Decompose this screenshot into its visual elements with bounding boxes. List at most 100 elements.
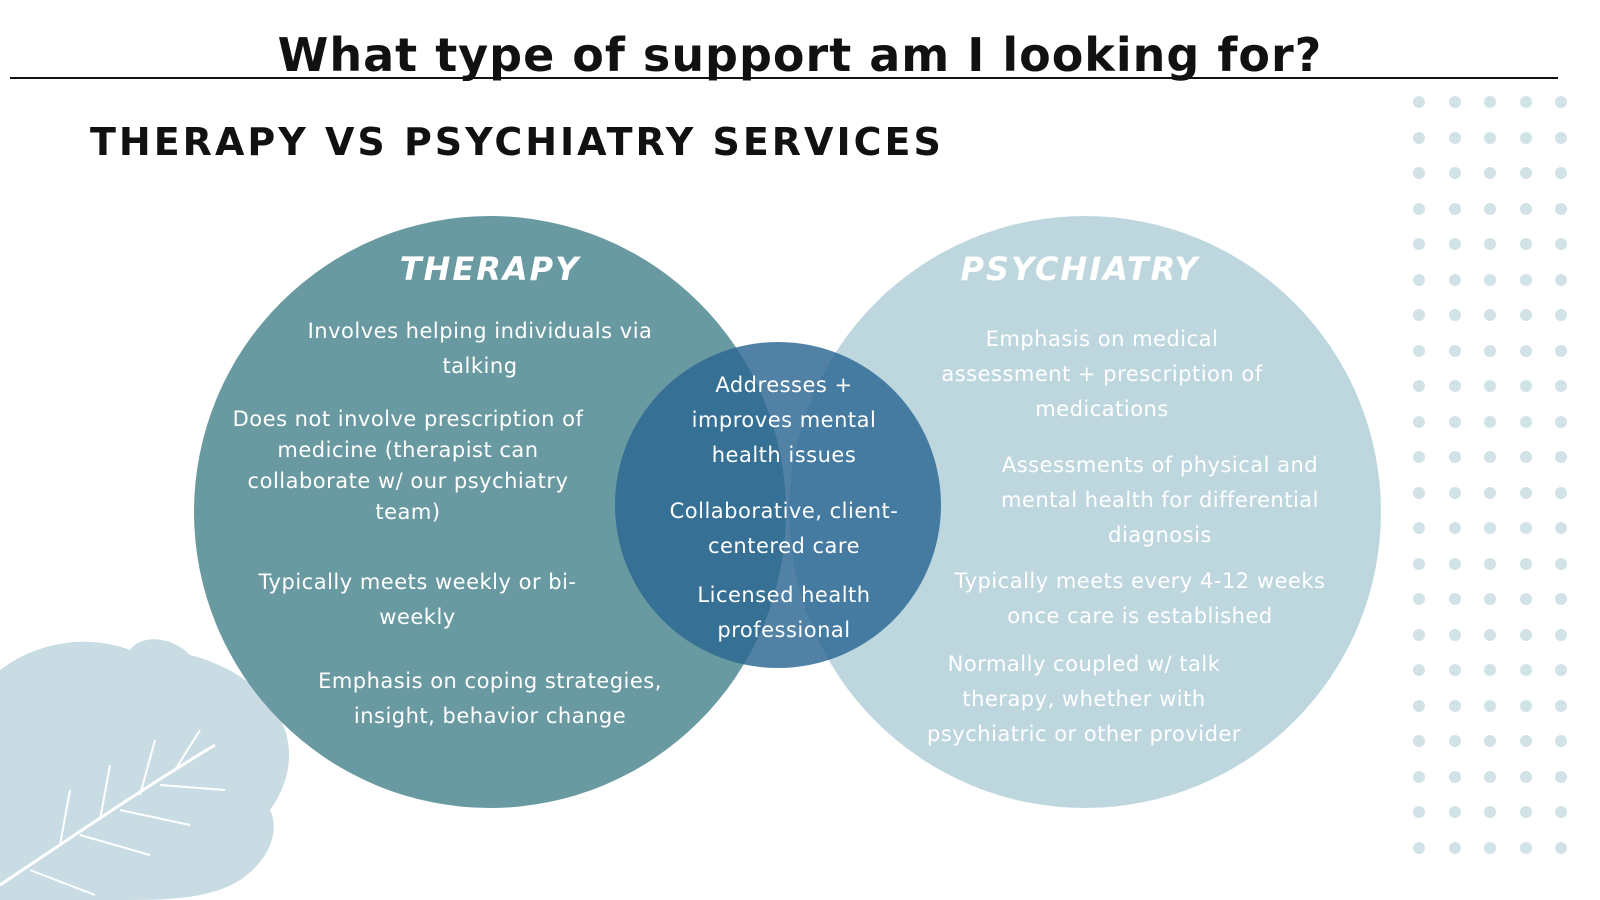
dot <box>1484 416 1496 428</box>
dot <box>1555 167 1567 179</box>
dot <box>1484 96 1496 108</box>
dot <box>1555 96 1567 108</box>
dot <box>1413 96 1425 108</box>
dot <box>1484 806 1496 818</box>
dot <box>1484 309 1496 321</box>
page-title: What type of support am I looking for? <box>277 28 1323 82</box>
dot <box>1449 238 1461 250</box>
dot <box>1520 593 1532 605</box>
dot <box>1484 203 1496 215</box>
dot <box>1555 593 1567 605</box>
dot <box>1484 380 1496 392</box>
dot <box>1449 771 1461 783</box>
dot <box>1449 842 1461 854</box>
dot <box>1449 629 1461 641</box>
dot <box>1413 132 1425 144</box>
dot <box>1555 309 1567 321</box>
dot <box>1520 664 1532 676</box>
dot <box>1413 345 1425 357</box>
dot <box>1413 309 1425 321</box>
dot <box>1413 593 1425 605</box>
therapy-item-emphasis: Emphasis on coping strategies, insight, … <box>318 669 662 728</box>
dot <box>1555 700 1567 712</box>
dot <box>1555 558 1567 570</box>
dot <box>1555 132 1567 144</box>
therapy-circle <box>194 216 786 808</box>
dot <box>1484 771 1496 783</box>
dot <box>1449 274 1461 286</box>
dot <box>1520 203 1532 215</box>
dot <box>1555 771 1567 783</box>
dot <box>1520 771 1532 783</box>
dot <box>1484 167 1496 179</box>
dot <box>1555 487 1567 499</box>
dot <box>1520 380 1532 392</box>
psychiatry-heading: PSYCHIATRY <box>960 250 1200 288</box>
dot <box>1520 629 1532 641</box>
dot <box>1555 629 1567 641</box>
dot <box>1449 487 1461 499</box>
dot <box>1555 522 1567 534</box>
dot <box>1449 700 1461 712</box>
therapy-heading: THERAPY <box>399 250 581 288</box>
dot <box>1449 593 1461 605</box>
dot <box>1484 522 1496 534</box>
dot <box>1484 451 1496 463</box>
dot <box>1520 309 1532 321</box>
dot <box>1520 416 1532 428</box>
shared-item-licensed: Licensed health professional <box>697 583 871 642</box>
dot <box>1449 345 1461 357</box>
dot <box>1555 274 1567 286</box>
dot <box>1484 700 1496 712</box>
dot <box>1413 522 1425 534</box>
dot <box>1413 700 1425 712</box>
dot <box>1449 203 1461 215</box>
dot <box>1484 664 1496 676</box>
dot <box>1413 629 1425 641</box>
dot <box>1520 558 1532 570</box>
dot <box>1484 238 1496 250</box>
dot <box>1555 345 1567 357</box>
dot <box>1484 593 1496 605</box>
dot <box>1484 735 1496 747</box>
dot <box>1413 842 1425 854</box>
dot <box>1520 735 1532 747</box>
dot <box>1449 522 1461 534</box>
dot <box>1520 96 1532 108</box>
dot <box>1520 700 1532 712</box>
dot <box>1520 274 1532 286</box>
dot <box>1449 380 1461 392</box>
shared-item-collaborative: Collaborative, client-centered care <box>669 499 899 558</box>
dot <box>1413 806 1425 818</box>
dot <box>1520 487 1532 499</box>
dot <box>1413 380 1425 392</box>
therapy-item-frequency: Typically meets weekly or bi-weekly <box>258 570 577 629</box>
therapy-item-no-prescription: Does not involve prescription of medicin… <box>232 407 584 524</box>
shared-item-mental-health: Addresses + improves mental health issue… <box>691 373 877 467</box>
dot <box>1449 664 1461 676</box>
dot <box>1555 806 1567 818</box>
dot <box>1555 842 1567 854</box>
therapy-item-talking: Involves helping individuals via talking <box>307 319 653 378</box>
dot <box>1413 203 1425 215</box>
dot <box>1413 664 1425 676</box>
dot <box>1520 842 1532 854</box>
dot <box>1555 416 1567 428</box>
psychiatry-item-frequency: Typically meets every 4-12 weeks once ca… <box>954 569 1326 628</box>
title-underline <box>10 77 1558 79</box>
dot <box>1555 203 1567 215</box>
dot <box>1449 96 1461 108</box>
dot <box>1555 735 1567 747</box>
dot <box>1413 487 1425 499</box>
dot <box>1413 238 1425 250</box>
dot <box>1413 167 1425 179</box>
dot <box>1484 274 1496 286</box>
dot <box>1413 274 1425 286</box>
psychiatry-circle <box>789 216 1381 808</box>
dot <box>1555 238 1567 250</box>
dot <box>1449 735 1461 747</box>
page-subtitle: THERAPY VS PSYCHIATRY SERVICES <box>90 120 944 164</box>
dot <box>1520 806 1532 818</box>
